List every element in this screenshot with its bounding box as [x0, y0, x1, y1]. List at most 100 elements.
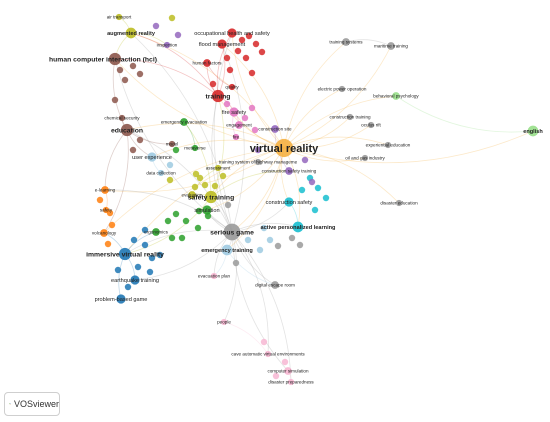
vosviewer-brand[interactable]: VOSviewer: [4, 392, 60, 416]
node-minor-34[interactable]: [96, 196, 104, 204]
node-minor-39[interactable]: [129, 62, 137, 70]
node-minor-19[interactable]: [201, 181, 209, 189]
node-oculus-rift[interactable]: [367, 121, 375, 129]
node-active-personalized-learning[interactable]: [292, 221, 304, 233]
node-minor-70[interactable]: [168, 14, 176, 22]
node-disaster-preparedness[interactable]: [287, 378, 295, 386]
node-minor-2[interactable]: [252, 40, 260, 48]
node-oil-and-gas-industry[interactable]: [361, 154, 369, 162]
node-minor-67[interactable]: [272, 372, 280, 380]
node-training-systems[interactable]: [342, 38, 350, 46]
node-minor-65[interactable]: [224, 201, 232, 209]
node-minor-47[interactable]: [223, 100, 231, 108]
node-training[interactable]: [211, 89, 225, 103]
node-occupational-health[interactable]: [227, 28, 237, 38]
node-chemical-security[interactable]: [118, 114, 126, 122]
node-experiential-education[interactable]: [384, 141, 392, 149]
node-minor-7[interactable]: [209, 80, 217, 88]
node-minor-62[interactable]: [296, 241, 304, 249]
node-engagement[interactable]: [235, 121, 243, 129]
node-minor-20[interactable]: [191, 183, 199, 191]
node-minor-29[interactable]: [146, 268, 154, 276]
node-minor-3[interactable]: [234, 47, 242, 55]
node-data-collection[interactable]: [157, 169, 165, 177]
node-training-system-highway[interactable]: [254, 158, 262, 166]
node-safety[interactable]: [102, 206, 110, 214]
node-minor-36[interactable]: [104, 240, 112, 248]
node-minor-40[interactable]: [136, 70, 144, 78]
node-construction-safety-training[interactable]: [285, 167, 293, 175]
node-minor-52[interactable]: [311, 206, 319, 214]
node-construction-training[interactable]: [346, 113, 354, 121]
node-english[interactable]: [527, 125, 539, 137]
node-minor-41[interactable]: [111, 96, 119, 104]
node-minor-46[interactable]: [248, 104, 256, 112]
node-minor-6[interactable]: [223, 54, 231, 62]
node-minor-42[interactable]: [136, 136, 144, 144]
node-minor-17[interactable]: [194, 224, 202, 232]
node-minor-60[interactable]: [166, 161, 174, 169]
node-minor-45[interactable]: [251, 126, 259, 134]
node-model[interactable]: [168, 140, 176, 148]
node-evaluation[interactable]: [188, 191, 196, 199]
node-safety-training[interactable]: [204, 190, 218, 204]
node-volcanology[interactable]: [100, 229, 108, 237]
node-minor-1[interactable]: [245, 32, 253, 40]
node-minor-38[interactable]: [121, 76, 129, 84]
node-evacuation-plan[interactable]: [210, 272, 218, 280]
node-education[interactable]: [120, 123, 134, 137]
node-construction-safety[interactable]: [284, 197, 294, 207]
node-simulation[interactable]: [202, 205, 212, 215]
node-earthquake-training[interactable]: [130, 275, 140, 285]
node-minor-22[interactable]: [219, 172, 227, 180]
node-metaverse[interactable]: [191, 144, 199, 152]
node-ergonomics[interactable]: [152, 228, 160, 236]
node-construction-site[interactable]: [271, 125, 279, 133]
node-virtual-reality[interactable]: [274, 138, 294, 158]
node-minor-24[interactable]: [141, 241, 149, 249]
node-minor-18[interactable]: [196, 174, 204, 182]
node-minor-48[interactable]: [322, 194, 330, 202]
node-electric-power-operation[interactable]: [338, 85, 346, 93]
node-minor-59[interactable]: [256, 246, 264, 254]
node-minor-61[interactable]: [288, 234, 296, 242]
node-user-experience[interactable]: [147, 152, 157, 162]
node-human-factors[interactable]: [203, 59, 211, 67]
node-minor-14[interactable]: [178, 234, 186, 242]
node-human-computer-interaction[interactable]: [108, 52, 122, 66]
node-minor-8[interactable]: [248, 69, 256, 77]
node-minor-57[interactable]: [266, 236, 274, 244]
node-maritime-training[interactable]: [387, 42, 395, 50]
node-fire[interactable]: [232, 133, 240, 141]
node-disaster-education[interactable]: [395, 199, 403, 207]
node-cave-automatic[interactable]: [264, 350, 272, 358]
node-minor-63[interactable]: [274, 242, 282, 250]
node-minor-37[interactable]: [116, 66, 124, 74]
node-minor-23[interactable]: [192, 170, 200, 178]
node-minor-44[interactable]: [241, 114, 249, 122]
node-minor-28[interactable]: [124, 283, 132, 291]
node-minor-73[interactable]: [166, 176, 174, 184]
node-minor-53[interactable]: [308, 178, 316, 186]
node-minor-72[interactable]: [172, 146, 180, 154]
node-immersive-virtual-reality[interactable]: [118, 247, 132, 261]
node-minor-51[interactable]: [298, 186, 306, 194]
node-minor-32[interactable]: [156, 251, 164, 259]
node-minor-43[interactable]: [129, 146, 137, 154]
node-minor-49[interactable]: [314, 184, 322, 192]
node-minor-13[interactable]: [168, 234, 176, 242]
node-minor-15[interactable]: [195, 207, 203, 215]
node-minor-58[interactable]: [244, 236, 252, 244]
node-minor-10[interactable]: [182, 217, 190, 225]
node-minor-5[interactable]: [242, 54, 250, 62]
node-minor-56[interactable]: [260, 224, 268, 232]
node-minor-66[interactable]: [281, 358, 289, 366]
node-minor-9[interactable]: [226, 66, 234, 74]
node-behavioral-psychology[interactable]: [392, 92, 400, 100]
node-minor-71[interactable]: [174, 31, 182, 39]
node-minor-26[interactable]: [134, 263, 142, 271]
node-e-learning[interactable]: [101, 186, 109, 194]
node-minor-68[interactable]: [260, 338, 268, 346]
node-minor-0[interactable]: [238, 36, 246, 44]
node-flood-management[interactable]: [217, 39, 227, 49]
